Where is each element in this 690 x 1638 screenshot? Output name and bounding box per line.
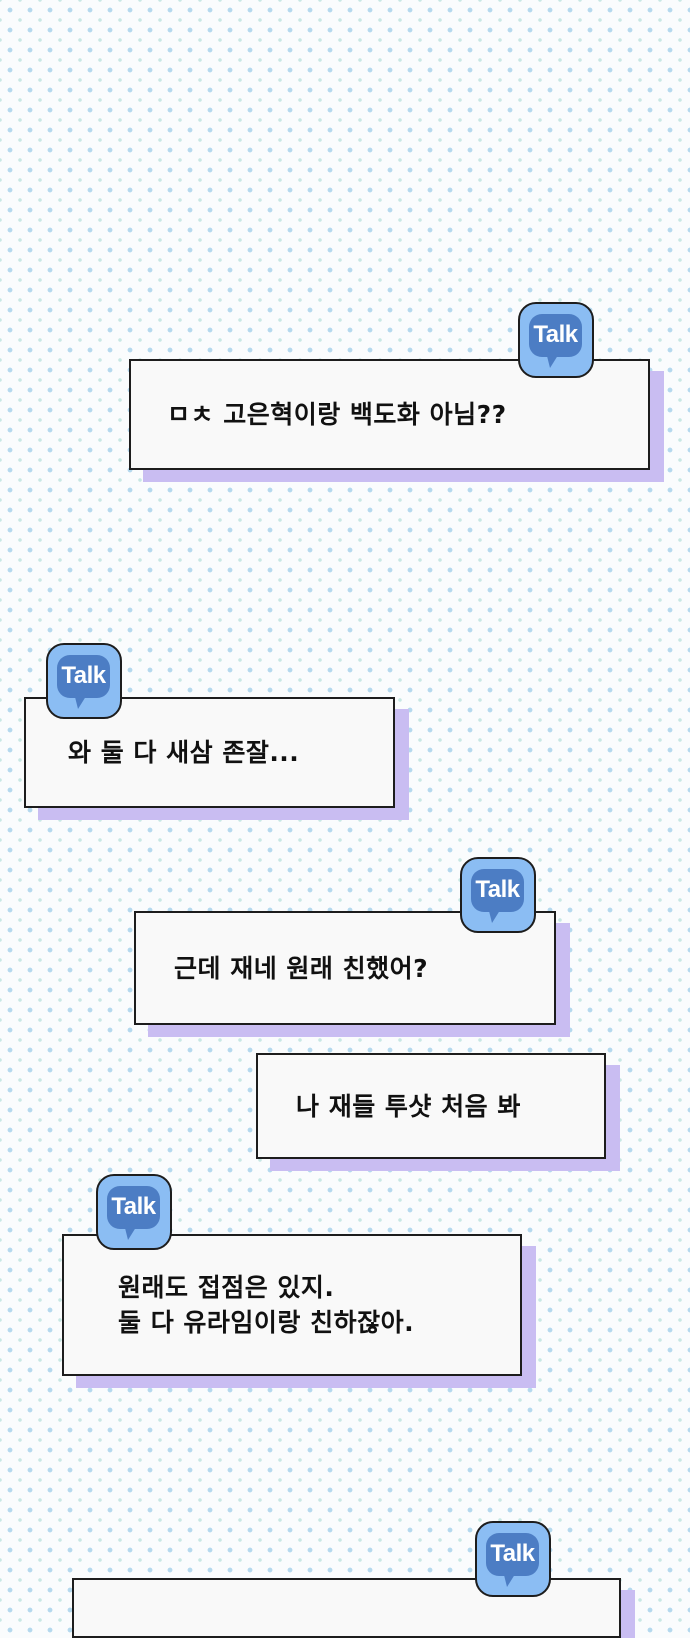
talk-icon-label: Talk <box>111 1193 156 1220</box>
talk-icon-label: Talk <box>533 321 578 348</box>
chat-message-5: 원래도 접점은 있지. 둘 다 유라임이랑 친하잖아. <box>62 1234 522 1376</box>
talk-icon: Talk <box>96 1174 172 1250</box>
chat-message-text: ㅁㅊ 고은혁이랑 백도화 아님?? <box>167 400 507 429</box>
talk-icon-label: Talk <box>490 1540 535 1567</box>
chat-message-text: 원래도 접점은 있지. 둘 다 유라임이랑 친하잖아. <box>118 1273 415 1337</box>
chat-message-4: 나 재들 투샷 처음 봐 <box>256 1053 606 1159</box>
talk-icon-label: Talk <box>475 876 520 903</box>
chat-message-text: 와 둘 다 새삼 존잘... <box>68 738 300 767</box>
talk-icon: Talk <box>46 643 122 719</box>
talk-icon: Talk <box>518 302 594 378</box>
talk-icon: Talk <box>475 1521 551 1597</box>
chat-message-text: 근데 재네 원래 친했어? <box>174 953 429 983</box>
talk-icon-label: Talk <box>61 662 106 689</box>
chat-message-text: 나 재들 투샷 처음 봐 <box>296 1091 521 1121</box>
talk-icon: Talk <box>460 857 536 933</box>
chat-message-3: 근데 재네 원래 친했어? <box>134 911 556 1025</box>
